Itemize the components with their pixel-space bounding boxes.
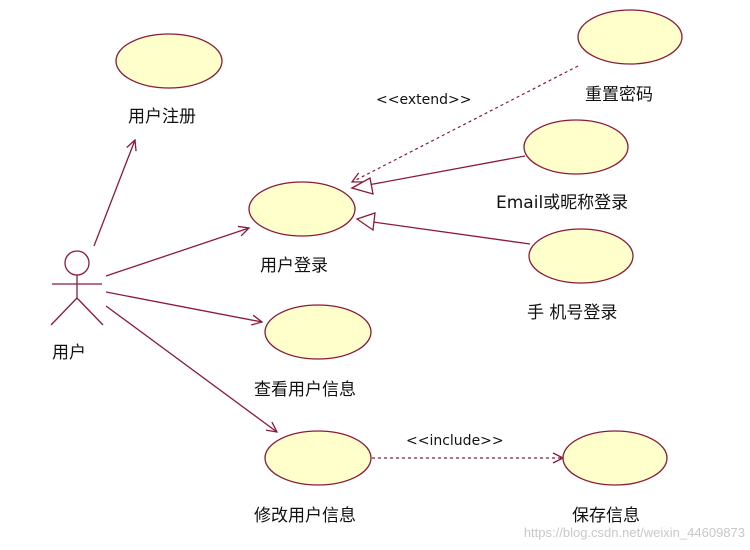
stereotype-extend: <<extend>> — [376, 92, 471, 108]
association-login — [105, 228, 249, 277]
use-case-reset-password[interactable] — [577, 9, 683, 65]
actor-right-leg — [76, 297, 104, 326]
generalization-arrowhead-phone — [355, 212, 376, 232]
label-reset-password: 重置密码 — [585, 85, 653, 105]
label-email-login: Email或昵称登录 — [496, 193, 628, 213]
association-view-info — [105, 291, 262, 322]
generalization-phone-login — [372, 221, 531, 245]
actor-label: 用户 — [52, 343, 86, 363]
generalization-email-login — [367, 155, 526, 186]
association-register — [93, 140, 135, 247]
stereotype-include: <<include>> — [406, 433, 504, 449]
use-case-email-login[interactable] — [523, 119, 629, 175]
actor-user[interactable]: 用户 — [50, 250, 104, 363]
actor-head — [64, 250, 90, 276]
watermark: https://blog.csdn.net/weixin_44609873 — [524, 525, 745, 540]
label-edit-info: 修改用户信息 — [254, 506, 356, 526]
actor-left-leg — [50, 297, 78, 326]
use-case-register[interactable] — [115, 33, 223, 89]
generalization-arrowhead-email — [350, 176, 374, 195]
label-login: 用户登录 — [260, 256, 328, 276]
association-edit-info — [105, 305, 277, 432]
use-case-login[interactable] — [248, 181, 356, 237]
label-save-info: 保存信息 — [572, 506, 640, 526]
label-view-info: 查看用户信息 — [254, 380, 356, 400]
label-phone-login: 手 机号登录 — [527, 303, 617, 323]
extend-relation-line — [352, 65, 579, 182]
use-case-save-info[interactable] — [562, 430, 668, 486]
use-case-view-info[interactable] — [264, 304, 372, 360]
use-case-edit-info[interactable] — [264, 430, 372, 486]
use-case-phone-login[interactable] — [528, 228, 634, 284]
label-register: 用户注册 — [128, 107, 196, 127]
